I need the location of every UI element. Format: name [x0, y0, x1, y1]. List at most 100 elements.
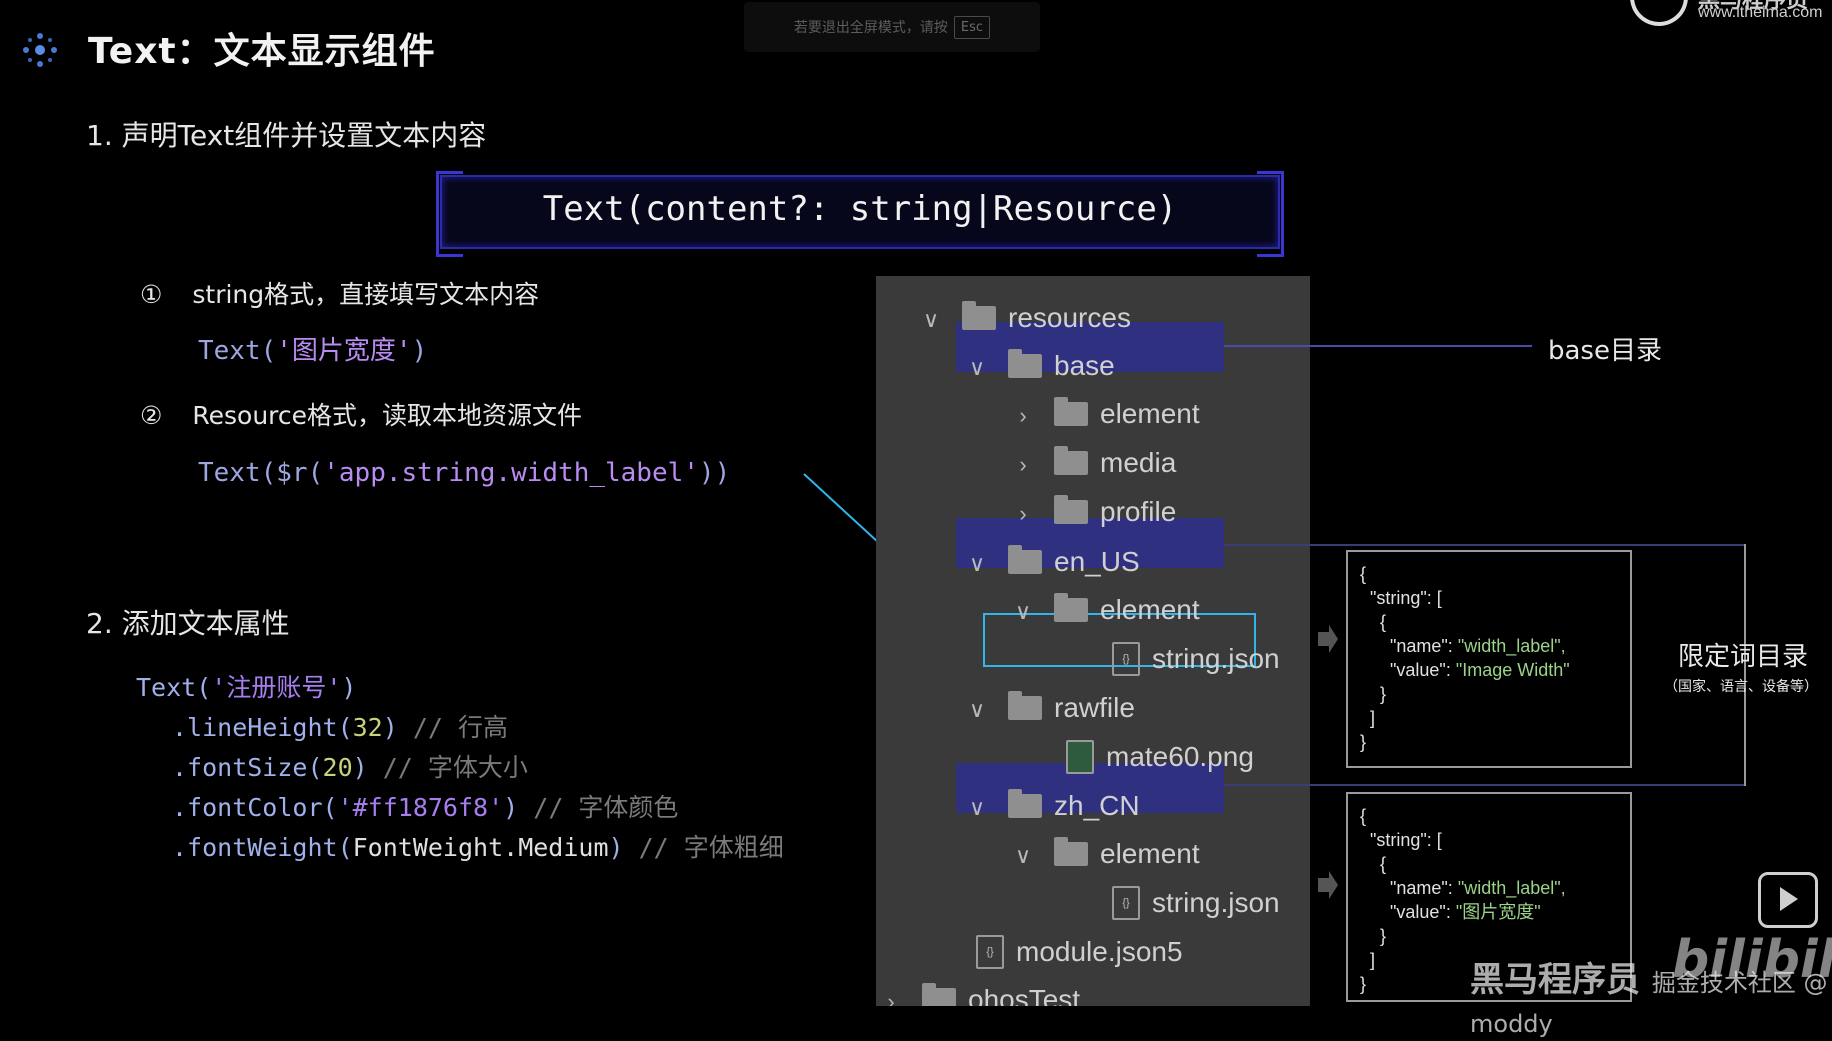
tree-item-label: media	[1100, 447, 1177, 478]
folder-icon	[1008, 789, 1042, 818]
tree-item-element[interactable]: › element	[1012, 392, 1200, 436]
folder-icon	[1054, 495, 1088, 524]
tree-item-string-json[interactable]: {} string.json	[1112, 881, 1280, 925]
tree-item-label: base	[1054, 350, 1115, 381]
chevron-right-icon[interactable]: ›	[1019, 452, 1027, 477]
signature-box: Text(content?: string|Resource)	[436, 171, 1284, 257]
tree-item-string-json[interactable]: {} string.json	[1112, 637, 1280, 681]
code-string: 'app.string.width_label'	[323, 458, 699, 488]
resource-format-item: ② Resource格式，读取本地资源文件	[140, 396, 582, 432]
code-end: )	[503, 793, 519, 822]
code-end: )	[411, 336, 428, 366]
folder-icon	[1008, 349, 1042, 378]
tree-item-rawfile[interactable]: ∨ rawfile	[966, 686, 1135, 730]
json-line: }	[1360, 684, 1387, 704]
json-key: "value":	[1360, 660, 1456, 680]
json-value: "图片宽度"	[1455, 902, 1541, 922]
zh-cn-connector-line	[1224, 784, 1746, 786]
tree-item-resources[interactable]: ∨ resources	[920, 296, 1131, 340]
code-comment: // 字体粗细	[638, 833, 784, 862]
json-key: "name":	[1360, 636, 1458, 656]
code-end: )	[341, 673, 357, 702]
section-heading-1: 1. 声明Text组件并设置文本内容	[86, 119, 487, 152]
chevron-right-icon[interactable]: ›	[1019, 501, 1027, 526]
folder-icon	[1008, 545, 1042, 574]
json-line: {	[1360, 612, 1387, 632]
highlight-en-us	[956, 518, 1224, 568]
tree-item-ohostest[interactable]: › ohosTest	[880, 978, 1080, 1006]
tree-item-element[interactable]: ∨ element	[1012, 588, 1200, 632]
tree-item-label: en_US	[1054, 546, 1140, 577]
fullscreen-hint-text: 若要退出全屏模式，请按	[793, 20, 948, 36]
base-directory-label: base目录	[1548, 336, 1662, 366]
json-value: "Image Width"	[1455, 660, 1570, 680]
tree-item-mate60-png[interactable]: mate60.png	[1066, 735, 1254, 779]
tree-item-label: module.json5	[1016, 936, 1183, 967]
image-file-icon	[1066, 740, 1094, 774]
tree-item-element[interactable]: ∨ element	[1012, 832, 1200, 876]
chevron-down-icon[interactable]: ∨	[922, 307, 940, 332]
code-fn: .lineHeight(	[172, 713, 353, 742]
json-line: }	[1360, 926, 1387, 946]
tree-item-profile[interactable]: › profile	[1012, 490, 1176, 534]
json-line: "string": [	[1360, 588, 1442, 608]
signature-text: Text(content?: string|Resource)	[542, 189, 1178, 229]
watermark-brand: 黑马程序员	[1470, 960, 1640, 1000]
tree-item-en-us[interactable]: ∨ en_US	[966, 540, 1140, 584]
brand-url: www.itheima.com	[1698, 4, 1823, 21]
string-format-code: Text('图片宽度')	[198, 330, 427, 367]
tree-item-label: ohosTest	[968, 984, 1081, 1006]
folder-icon	[1054, 593, 1088, 622]
qualifier-directory-note: （国家、语言、设备等）	[1664, 679, 1818, 695]
bilibili-logo: bilibili	[1672, 930, 1832, 990]
code-fn: Text(	[198, 336, 277, 366]
string-format-label: string格式，直接填写文本内容	[192, 280, 540, 309]
code-arg: '#ff1876f8'	[337, 793, 504, 822]
json-zh-cn-preview: { "string": [ { "name": "width_label", "…	[1346, 792, 1632, 1002]
folder-icon	[1054, 446, 1088, 475]
chevron-down-icon[interactable]: ∨	[968, 355, 986, 380]
chevron-down-icon[interactable]: ∨	[968, 795, 986, 820]
chevron-right-icon[interactable]: ›	[887, 989, 895, 1006]
chevron-down-icon[interactable]: ∨	[968, 697, 986, 722]
play-icon[interactable]	[1758, 872, 1818, 928]
code-line-3: .fontSize(20) // 字体大小	[172, 748, 528, 784]
code-end: )	[352, 753, 368, 782]
folder-icon	[962, 301, 996, 330]
code-arg: 32	[352, 713, 383, 742]
json-file-icon: {}	[976, 935, 1004, 969]
chevron-down-icon[interactable]: ∨	[1014, 843, 1032, 868]
folder-icon	[1054, 397, 1088, 426]
brand-name: 黑马程序员	[1698, 0, 1809, 13]
qualifier-bracket	[1744, 544, 1746, 786]
json-file-icon: {}	[1112, 642, 1140, 676]
tree-item-label: element	[1100, 398, 1200, 429]
code-comment: // 字体大小	[382, 753, 528, 782]
tree-item-label: profile	[1100, 496, 1177, 527]
json-key: "value":	[1360, 902, 1456, 922]
code-end: )	[382, 713, 398, 742]
tree-item-module-json5[interactable]: {} module.json5	[976, 930, 1183, 974]
tree-item-media[interactable]: › media	[1012, 441, 1176, 485]
resource-format-label: Resource格式，读取本地资源文件	[192, 401, 583, 430]
tree-item-label: zh_CN	[1054, 790, 1140, 821]
code-fn: .fontWeight(	[172, 833, 353, 862]
json-line: {	[1360, 806, 1367, 826]
chevron-down-icon[interactable]: ∨	[1014, 599, 1032, 624]
tree-item-label: rawfile	[1054, 692, 1135, 723]
code-line-5: .fontWeight(FontWeight.Medium) // 字体粗细	[172, 828, 784, 864]
tree-item-zh-cn[interactable]: ∨ zh_CN	[966, 784, 1140, 828]
tree-item-label: string.json	[1152, 887, 1280, 918]
arrow-right-icon	[1318, 625, 1338, 653]
chevron-down-icon[interactable]: ∨	[968, 551, 986, 576]
chevron-right-icon[interactable]: ›	[1019, 403, 1027, 428]
qualifier-directory-label: 限定词目录	[1678, 642, 1809, 672]
json-line: {	[1360, 564, 1367, 584]
highlight-base	[956, 322, 1224, 372]
code-fn: .fontSize(	[172, 753, 323, 782]
json-en-us-preview: { "string": [ { "name": "width_label", "…	[1346, 550, 1632, 768]
json-line: "string": [	[1360, 830, 1442, 850]
json-value: "width_label",	[1457, 636, 1566, 656]
tree-item-base[interactable]: ∨ base	[966, 344, 1115, 388]
code-fn: Text(	[136, 673, 212, 702]
